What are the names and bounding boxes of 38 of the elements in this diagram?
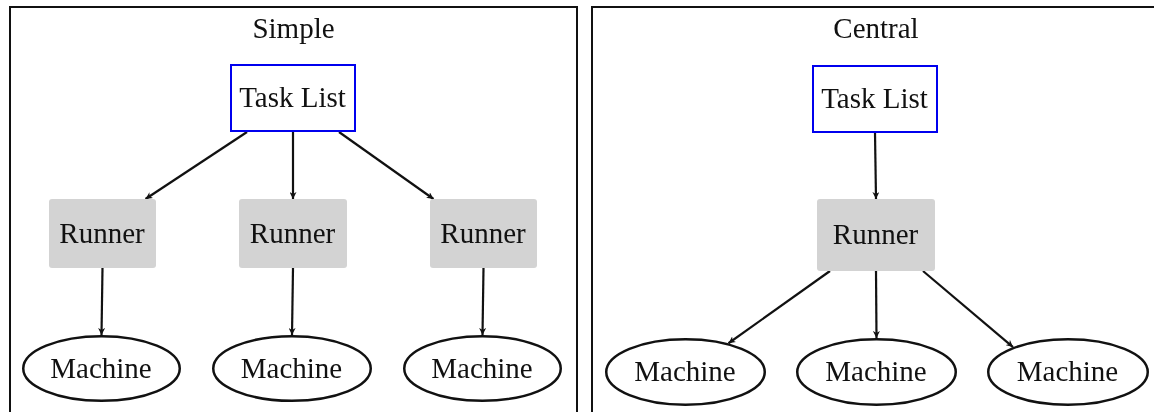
node-label: Runner [59,216,145,250]
runner-box [429,198,537,268]
arrow [872,133,880,199]
node-label: Machine [50,351,152,385]
arrow [479,268,487,335]
arrow [872,271,880,338]
machine-ellipse [211,334,372,402]
node-label: Runner [249,216,336,250]
machine-ellipse [21,334,181,402]
arrow [289,132,297,199]
node-label: Machine [825,355,927,388]
node-label: Runner [832,218,919,251]
task-box [811,64,938,133]
arrow [338,131,435,200]
machine-ellipse [402,334,562,402]
arrow [288,268,296,335]
node-label: Machine [240,351,343,385]
node-label: Runner [440,216,526,250]
machine-ellipse [986,337,1149,406]
panel-title: Simple [251,12,336,45]
runner-box [238,198,347,268]
runner-box [48,198,156,268]
panel-frame [9,6,578,412]
machine-ellipse [795,337,957,406]
node-label: Machine [1016,355,1119,388]
arrow [727,270,831,345]
arrow [922,270,1014,348]
node-label: Task List [239,81,346,114]
arrow [98,268,106,335]
panel-frame [591,6,1154,412]
machine-ellipse [604,337,766,406]
task-box [229,63,356,132]
runner-box [816,198,935,271]
node-label: Task List [821,82,928,115]
node-label: Machine [431,351,533,385]
panel-title: Central [832,12,920,45]
arrow [144,131,248,200]
node-label: Machine [634,355,736,388]
